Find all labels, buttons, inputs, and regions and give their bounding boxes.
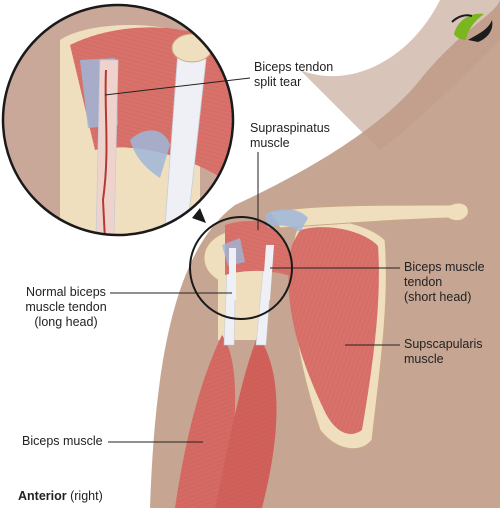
label-supraspinatus-muscle: Supraspinatus muscle (250, 121, 330, 150)
zoom-connector (192, 208, 206, 223)
clavicle-bone (269, 202, 469, 229)
label-biceps-tendon-short-head: Biceps muscle tendon (short head) (404, 260, 485, 304)
green-leaf-logo (451, 13, 493, 42)
label-normal-biceps-tendon-long-head: Normal biceps muscle tendon (long head) (25, 285, 107, 329)
view-caption-bold: Anterior (18, 489, 67, 503)
view-caption: Anterior (right) (18, 489, 103, 503)
neck-skin (300, 0, 500, 150)
label-biceps-muscle: Biceps muscle (22, 434, 103, 448)
zoomed-detail (3, 5, 233, 235)
label-subscapularis-muscle: Supscapularis muscle (404, 337, 483, 366)
coracoacromial-ligament (265, 209, 308, 232)
leader-split-tear (104, 77, 251, 96)
label-biceps-tendon-split-tear: Biceps tendon split tear (254, 60, 334, 89)
view-caption-side: (right) (70, 489, 103, 503)
